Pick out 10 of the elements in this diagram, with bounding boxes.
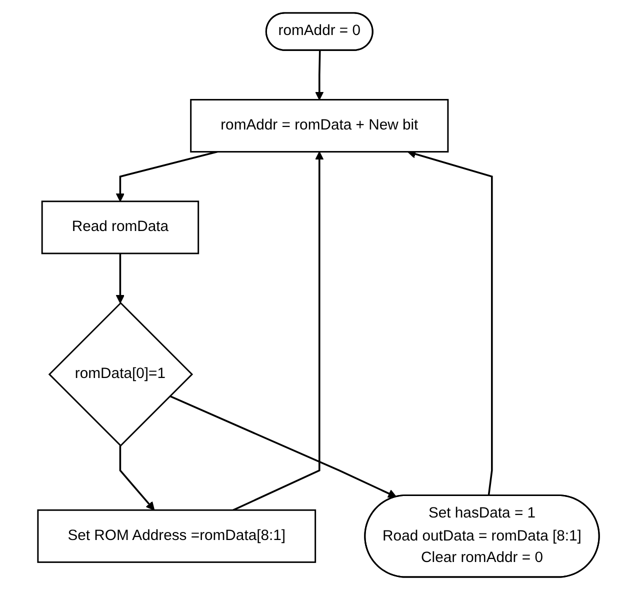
node-box: romAddr = romData + New bit <box>190 98 449 153</box>
arrow <box>232 151 324 511</box>
arrow <box>116 150 218 202</box>
arrow <box>119 446 155 510</box>
node-diamond: romData[0]=1 <box>48 302 194 447</box>
arrow <box>116 253 125 304</box>
node-box: Set ROM Address =romData[8:1] <box>37 509 316 563</box>
node-box: Read romData <box>41 200 200 254</box>
arrow <box>169 395 397 498</box>
arrow <box>315 50 324 100</box>
